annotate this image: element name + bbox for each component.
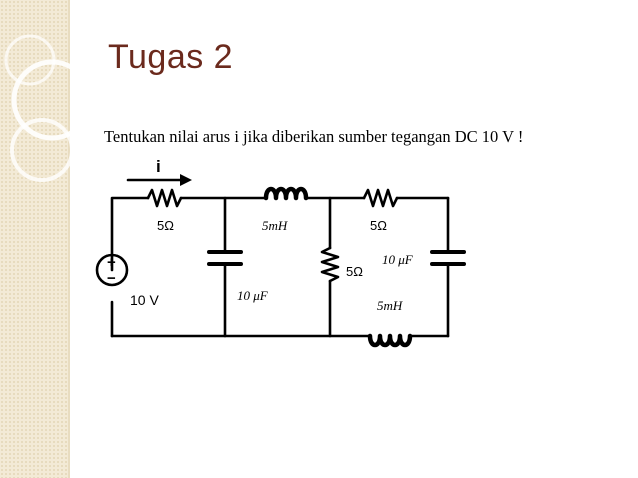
inductor-l1-icon (263, 186, 309, 201)
voltage-source-icon (95, 253, 129, 287)
source-voltage-label: 10 V (130, 292, 159, 308)
source-minus-sign: − (107, 270, 116, 287)
resistor-r3-icon (362, 188, 399, 208)
decorative-sidebar (0, 0, 70, 478)
wire-top-left (110, 196, 150, 272)
current-label: i (156, 157, 161, 176)
l2-label: 5mH (377, 298, 403, 313)
problem-statement: Tentukan nilai arus i jika diberikan sum… (104, 127, 524, 146)
resistor-r1-icon (146, 188, 183, 208)
resistor-r2-icon (320, 246, 340, 283)
decorative-rings (4, 34, 93, 182)
c2-label: 10 μF (382, 252, 414, 267)
slide-title: Tugas 2 (108, 38, 234, 76)
l1-label: 5mH (262, 218, 288, 233)
current-arrowhead-icon (180, 174, 192, 186)
r1-label: 5Ω (157, 218, 174, 233)
c1-label: 10 μF (237, 288, 269, 303)
r2-label: 5Ω (346, 264, 363, 279)
source-plus-sign: + (107, 254, 116, 271)
r3-label: 5Ω (370, 218, 387, 233)
inductor-l2-icon (367, 333, 413, 348)
